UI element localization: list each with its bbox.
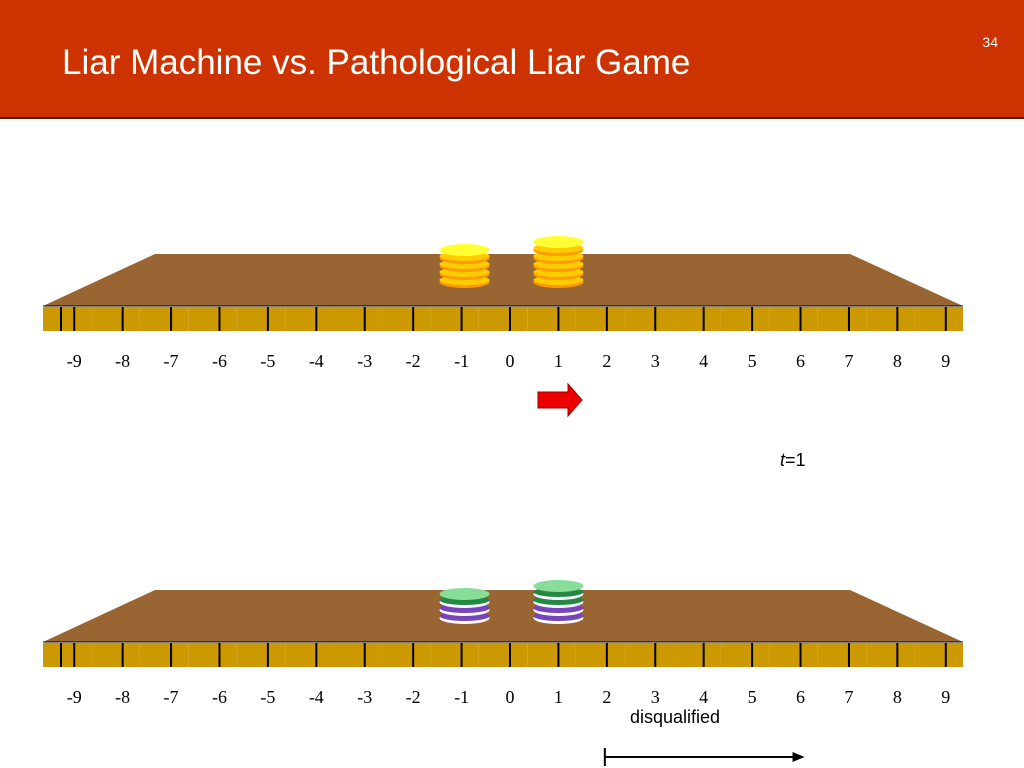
position-label: 8 xyxy=(893,687,902,707)
move-arrow xyxy=(537,382,583,418)
board-cell xyxy=(720,643,770,667)
position-label: -8 xyxy=(115,351,130,371)
position-label: 0 xyxy=(506,687,515,707)
chip-stack-top xyxy=(533,580,584,592)
position-label: 7 xyxy=(844,687,853,707)
board-surface xyxy=(43,254,963,306)
position-label: 5 xyxy=(748,687,757,707)
position-label: 2 xyxy=(602,351,611,371)
position-label: -4 xyxy=(309,687,324,707)
board-cell xyxy=(430,307,479,331)
board-cell xyxy=(478,643,528,667)
board-cell xyxy=(139,643,189,667)
position-label: 9 xyxy=(941,687,950,707)
board-cell xyxy=(624,307,673,331)
position-label: 1 xyxy=(554,351,563,371)
board-cell xyxy=(672,643,721,667)
chip-stack-top xyxy=(533,236,584,248)
board-cell xyxy=(139,307,189,331)
board-surface xyxy=(43,590,963,642)
position-label: 8 xyxy=(893,351,902,371)
board-cell xyxy=(285,643,334,667)
disqualified-label: disqualified xyxy=(630,707,721,727)
board-cell xyxy=(769,307,818,331)
position-label: 5 xyxy=(748,351,757,371)
board-cell xyxy=(236,307,286,331)
time-variable: t xyxy=(780,450,786,470)
time-value: =1 xyxy=(785,450,806,470)
board-cell xyxy=(914,307,963,331)
board-cell xyxy=(672,307,721,331)
chip-stack-top xyxy=(439,588,490,600)
board-cell xyxy=(236,643,286,667)
position-label: 6 xyxy=(796,687,805,707)
position-label: 6 xyxy=(796,351,805,371)
position-label: 3 xyxy=(651,351,660,371)
board-cell xyxy=(720,307,770,331)
board-cell xyxy=(575,643,625,667)
position-label: -7 xyxy=(164,687,179,707)
board-cell xyxy=(430,643,479,667)
position-label: -5 xyxy=(260,687,275,707)
position-label: 4 xyxy=(699,687,708,707)
board-cell xyxy=(527,307,576,331)
position-label: -2 xyxy=(406,687,421,707)
board-cell xyxy=(285,307,334,331)
position-label: -1 xyxy=(454,351,469,371)
position-label: -6 xyxy=(212,351,227,371)
board-cell xyxy=(333,307,382,331)
position-label: -2 xyxy=(406,351,421,371)
position-label: -4 xyxy=(309,351,324,371)
position-label: -9 xyxy=(67,351,82,371)
board-cell xyxy=(381,643,431,667)
position-label: 3 xyxy=(651,687,660,707)
board-cell xyxy=(817,307,867,331)
position-label: 4 xyxy=(699,351,708,371)
chip-stack-top xyxy=(439,244,490,256)
board-cell xyxy=(381,307,431,331)
position-label: -3 xyxy=(357,351,372,371)
position-label: 2 xyxy=(602,687,611,707)
board-cell xyxy=(866,643,915,667)
time-step-label: t=1 xyxy=(780,450,806,471)
board-cell xyxy=(866,307,915,331)
position-label: -5 xyxy=(260,351,275,371)
position-label: -6 xyxy=(212,687,227,707)
position-label: -7 xyxy=(164,351,179,371)
position-label: 7 xyxy=(844,351,853,371)
disqualified-arrowhead xyxy=(792,752,805,762)
slide-title: Liar Machine vs. Pathological Liar Game xyxy=(62,43,691,82)
board-cell xyxy=(575,307,625,331)
board-cell xyxy=(478,307,528,331)
slide-number: 34 xyxy=(982,34,998,50)
board-cell xyxy=(624,643,673,667)
board-cell xyxy=(188,307,237,331)
board-cell xyxy=(91,307,140,331)
position-label: 0 xyxy=(506,351,515,371)
position-label: -1 xyxy=(454,687,469,707)
board-cell xyxy=(333,643,382,667)
position-label: 9 xyxy=(941,351,950,371)
slide-header: Liar Machine vs. Pathological Liar Game … xyxy=(0,0,1024,119)
board-cell xyxy=(527,643,576,667)
board-cell xyxy=(817,643,867,667)
position-label: 1 xyxy=(554,687,563,707)
position-label: -9 xyxy=(67,687,82,707)
board-cell xyxy=(188,643,237,667)
position-label: -3 xyxy=(357,687,372,707)
position-label: -8 xyxy=(115,687,130,707)
board-cell xyxy=(43,643,92,667)
board-cell xyxy=(91,643,140,667)
board-cell xyxy=(769,643,818,667)
board-cell xyxy=(43,307,92,331)
board-cell xyxy=(914,643,963,667)
